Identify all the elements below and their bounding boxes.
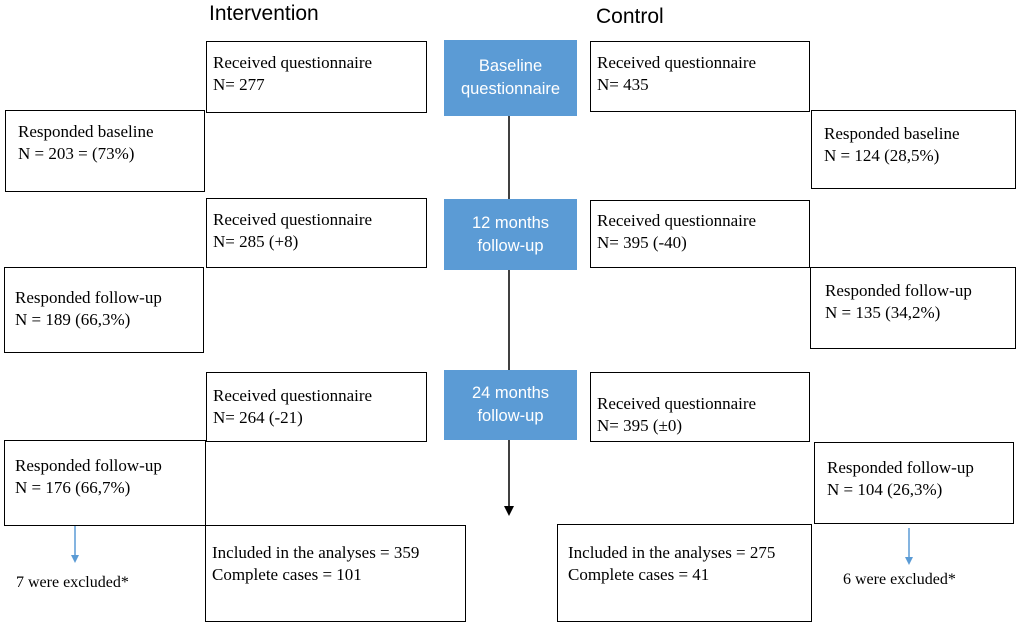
box-count: N = 124 (28,5%) (824, 146, 940, 165)
control-received-12-box: Received questionnaire N= 395 (-40) (590, 200, 810, 268)
box-count: N= 435 (597, 75, 649, 94)
intervention-heading: Intervention (209, 2, 319, 25)
box-title: Received questionnaire (213, 386, 373, 405)
box-count: N= 264 (-21) (213, 408, 303, 427)
intervention-received-12-box: Received questionnaire N= 285 (+8) (206, 198, 427, 268)
complete-cases-text: Complete cases = 41 (568, 565, 710, 584)
control-received-24-box: Received questionnaire N= 395 (±0) (590, 372, 810, 442)
stage-12-months: 12 months follow-up (444, 199, 577, 270)
intervention-received-baseline-box: Received questionnaire N= 277 (206, 41, 427, 113)
stage-12-months-line2: follow-up (477, 236, 544, 255)
intervention-responded-12-box: Responded follow-up N = 189 (66,3%) (4, 267, 204, 353)
stage-baseline-line1: Baseline (478, 57, 543, 75)
stage-baseline-line2: questionnaire (460, 80, 561, 98)
intervention-final-box: Included in the analyses = 359 Complete … (205, 525, 466, 622)
complete-cases-text: Complete cases = 101 (212, 565, 362, 584)
box-title: Received questionnaire (597, 394, 757, 413)
intervention-received-24-box: Received questionnaire N= 264 (-21) (206, 372, 427, 442)
box-count: N = 203 = (73%) (18, 144, 135, 163)
box-title: Responded follow-up (15, 456, 162, 475)
timeline-arrowhead (504, 506, 514, 516)
stage-24-months-line2: follow-up (477, 407, 544, 425)
intervention-responded-baseline-box: Responded baseline N = 203 = (73%) (5, 110, 205, 192)
box-title: Received questionnaire (213, 53, 373, 72)
intervention-exclusion-arrowhead (71, 555, 79, 563)
box-count: N = 135 (34,2%) (825, 303, 941, 322)
control-excluded-note: 6 were excluded* (843, 571, 956, 588)
box-title: Responded follow-up (827, 458, 974, 477)
box-count: N= 395 (-40) (597, 233, 687, 252)
control-final-box: Included in the analyses = 275 Complete … (557, 524, 812, 622)
control-heading: Control (596, 5, 664, 28)
box-title: Responded follow-up (825, 281, 972, 300)
intervention-responded-24-box: Responded follow-up N = 176 (66,7%) (4, 440, 206, 526)
control-responded-12-box: Responded follow-up N = 135 (34,2%) (810, 267, 1016, 349)
box-title: Responded baseline (18, 122, 154, 141)
included-text: Included in the analyses = 275 (568, 543, 776, 562)
box-title: Received questionnaire (597, 53, 757, 72)
box-title: Received questionnaire (597, 211, 757, 230)
control-responded-baseline-box: Responded baseline N = 124 (28,5%) (811, 110, 1016, 189)
box-title: Responded baseline (824, 124, 960, 143)
box-count: N = 176 (66,7%) (15, 478, 131, 497)
box-count: N= 277 (213, 75, 265, 94)
stage-12-months-line1: 12 months (471, 213, 550, 232)
control-received-baseline-box: Received questionnaire N= 435 (590, 41, 810, 112)
box-count: N= 395 (±0) (597, 416, 683, 435)
box-count: N = 189 (66,3%) (15, 310, 131, 329)
control-exclusion-arrowhead (905, 557, 913, 565)
stage-24-months: 24 months follow-up (444, 370, 577, 440)
stage-baseline: Baseline questionnaire (444, 40, 577, 116)
box-title: Responded follow-up (15, 288, 162, 307)
intervention-excluded-note: 7 were excluded* (16, 574, 129, 591)
box-title: Received questionnaire (213, 210, 373, 229)
included-text: Included in the analyses = 359 (212, 543, 420, 562)
box-count: N= 285 (+8) (213, 232, 299, 251)
control-responded-24-box: Responded follow-up N = 104 (26,3%) (814, 442, 1014, 524)
stage-24-months-line1: 24 months (471, 384, 550, 402)
box-count: N = 104 (26,3%) (827, 480, 943, 499)
